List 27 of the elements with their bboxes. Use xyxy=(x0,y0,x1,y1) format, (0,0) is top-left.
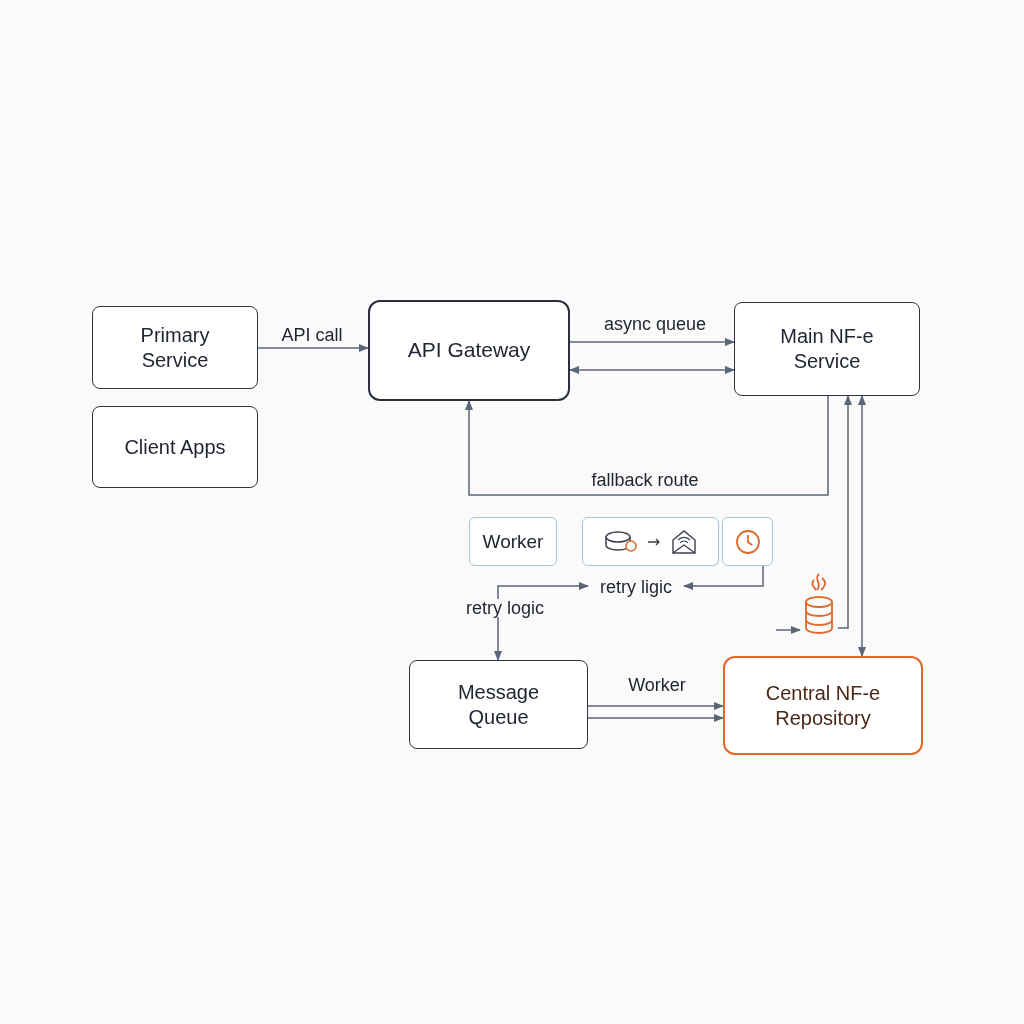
arrow xyxy=(587,713,725,723)
node-label: Client Apps xyxy=(123,434,227,460)
arrow xyxy=(257,343,370,353)
process-box xyxy=(734,302,920,396)
arrow xyxy=(857,394,867,658)
arrow xyxy=(587,701,725,711)
arrow xyxy=(464,395,829,496)
arrow xyxy=(682,565,764,591)
icon-panel xyxy=(582,517,719,566)
arrow xyxy=(493,581,590,662)
arrow xyxy=(837,394,853,629)
node-label: Central NF-e Repository xyxy=(764,680,882,731)
node-label: API Gateway xyxy=(406,337,532,364)
node-label: Message Queue xyxy=(456,679,541,730)
clock-panel xyxy=(722,517,773,566)
arrow xyxy=(569,337,736,347)
node-label: Primary Service xyxy=(139,322,211,373)
worker-box xyxy=(469,517,557,566)
process-box xyxy=(92,406,258,488)
node-label: Worker xyxy=(481,529,545,554)
process-box xyxy=(92,306,258,389)
gateway-box xyxy=(368,300,570,401)
arrow xyxy=(775,625,802,635)
process-box xyxy=(409,660,588,749)
repository-box xyxy=(723,656,923,755)
node-label: Main NF-e Service xyxy=(779,324,875,374)
arrow xyxy=(568,365,736,375)
